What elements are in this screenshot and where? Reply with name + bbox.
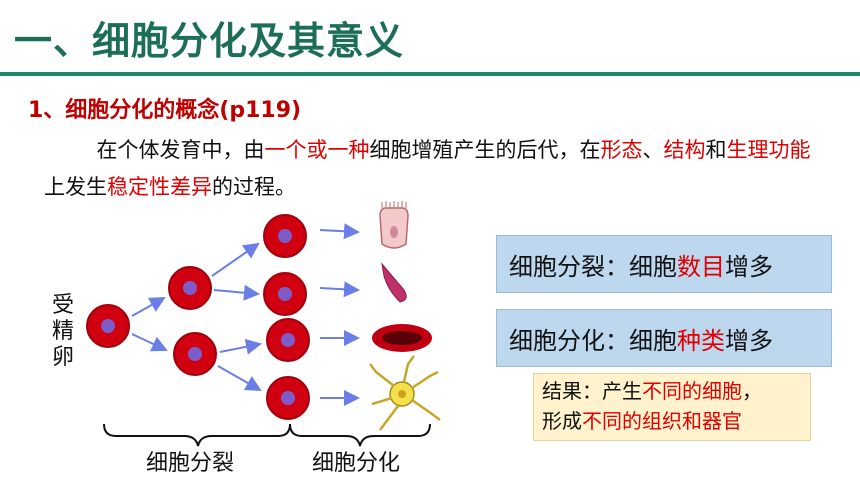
zygote-cell xyxy=(86,304,130,348)
definition-text: 上发生 xyxy=(44,175,107,199)
highlight-difference: 稳定性差异 xyxy=(107,175,212,199)
cell-division-box: 细胞分裂：细胞数目增多 xyxy=(496,235,832,293)
result-box: 结果：产生不同的细胞， 形成不同的组织和器官 xyxy=(533,373,811,441)
label-cell-differentiation: 细胞分化 xyxy=(312,451,400,476)
result-line-2: 形成不同的组织和器官 xyxy=(542,406,802,436)
cell-differentiation-text: 细胞分化：细胞种类增多 xyxy=(509,321,773,356)
result-comma: ， xyxy=(742,379,762,403)
section-subtitle: 1、细胞分化的概念(p119) xyxy=(28,98,302,123)
definition-paragraph: 在个体发育中，由一个或一种细胞增殖产生的后代，在形态、结构和生理功能上发生稳定性… xyxy=(44,132,824,206)
division-highlight: 数目 xyxy=(677,252,725,281)
cell-differentiation-box: 细胞分化：细胞种类增多 xyxy=(496,309,832,367)
differentiation-suffix: 增多 xyxy=(725,326,773,355)
page-title: 一、细胞分化及其意义 xyxy=(14,19,405,63)
cell-gen2-bottom xyxy=(173,332,217,376)
differentiation-prefix: 细胞分化：细胞 xyxy=(509,326,677,355)
definition-text: 在个体发育中，由 xyxy=(96,138,265,162)
highlight-function: 生理功能 xyxy=(726,138,811,162)
title-underline xyxy=(0,72,860,76)
red-blood-cell-icon xyxy=(372,324,432,352)
arrow-differentiation-2 xyxy=(319,281,360,298)
definition-text: 、 xyxy=(642,138,664,162)
result-prefix: 结果：产生 xyxy=(542,379,642,403)
cell-gen2-top xyxy=(168,266,212,310)
epithelial-cell-icon xyxy=(379,201,409,249)
differentiation-highlight: 种类 xyxy=(677,326,725,355)
label-cell-division: 细胞分裂 xyxy=(146,451,234,476)
brace-differentiation xyxy=(289,423,431,447)
cell-gen3-4 xyxy=(266,376,310,420)
arrow-division-4 xyxy=(213,284,260,301)
arrow-division-3 xyxy=(211,242,260,277)
highlight-form: 形态 xyxy=(600,138,643,162)
brace-division xyxy=(103,423,291,447)
zygote-label-1: 受 xyxy=(52,293,74,318)
result-line-1: 结果：产生不同的细胞， xyxy=(542,376,802,406)
arrow-division-5 xyxy=(219,338,262,355)
differentiation-diagram: 受 精 卵 xyxy=(52,201,441,476)
definition-text: 细胞增殖产生的后代，在 xyxy=(369,138,601,162)
cell-division-text: 细胞分裂：细胞数目增多 xyxy=(509,247,773,282)
cell-gen3-2 xyxy=(263,272,307,316)
definition-text: 和 xyxy=(705,138,727,162)
neuron-icon xyxy=(369,355,441,431)
result-highlight-cells: 不同的细胞 xyxy=(642,379,742,403)
zygote-label-3: 卵 xyxy=(52,345,74,370)
cell-gen3-1 xyxy=(263,214,307,258)
definition-text: 的过程。 xyxy=(212,175,296,199)
division-suffix: 增多 xyxy=(725,252,773,281)
arrow-differentiation-1 xyxy=(319,223,360,240)
arrow-division-1 xyxy=(131,297,166,317)
cell-gen3-3 xyxy=(266,318,310,362)
result-highlight-tissues: 不同的组织和器官 xyxy=(582,409,742,433)
highlight-origin: 一个或一种 xyxy=(264,138,370,162)
arrow-division-2 xyxy=(131,333,168,352)
highlight-structure: 结构 xyxy=(663,138,706,162)
zygote-label-2: 精 xyxy=(52,319,74,344)
muscle-cell-icon xyxy=(381,262,407,303)
result-prefix-2: 形成 xyxy=(542,409,582,433)
arrow-division-6 xyxy=(217,365,262,391)
division-prefix: 细胞分裂：细胞 xyxy=(509,252,677,281)
